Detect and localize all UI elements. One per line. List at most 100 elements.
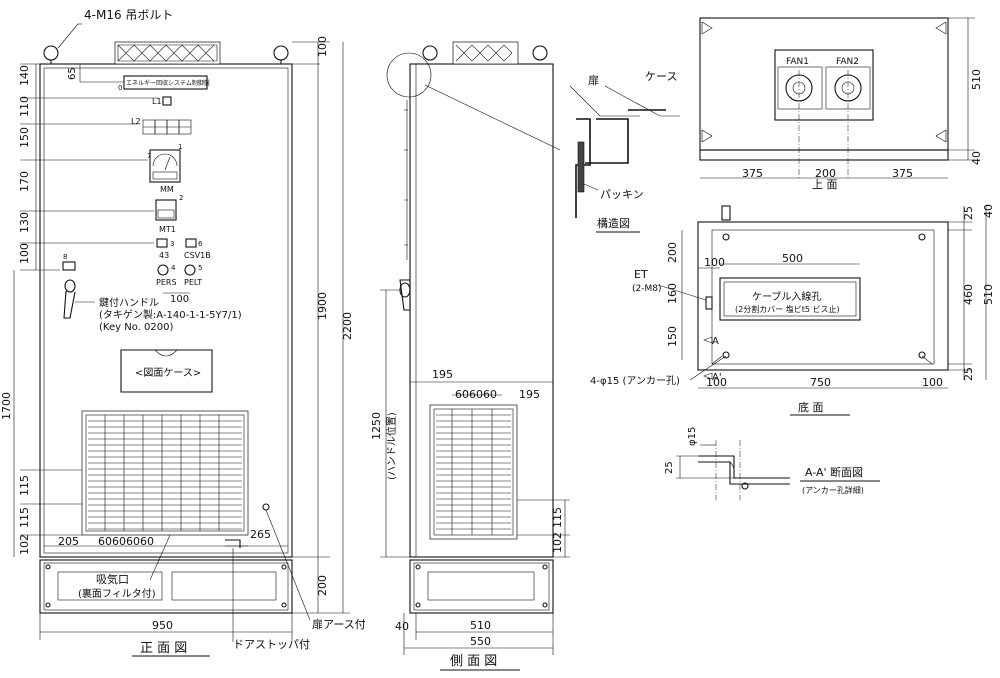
svg-text:(2分割カバー 塩ビt5 ビス止): (2分割カバー 塩ビt5 ビス止): [735, 304, 840, 314]
svg-text:5: 5: [198, 264, 202, 272]
svg-text:150: 150: [666, 326, 679, 347]
svg-text:510: 510: [982, 284, 995, 305]
svg-text:FAN1: FAN1: [786, 57, 809, 67]
svg-text:100: 100: [316, 36, 329, 57]
svg-text:205: 205: [58, 535, 79, 548]
front-base: [39, 559, 293, 614]
packing-label: パッキン: [600, 188, 644, 201]
svg-text:1250: 1250: [370, 412, 383, 440]
svg-text:100: 100: [704, 256, 725, 269]
drawing-case: [120, 349, 213, 393]
structure-detail: 扉 ケース パッキン 構造図: [569, 70, 680, 233]
switch-pelt: [184, 264, 196, 276]
svg-text:100: 100: [170, 294, 189, 305]
svg-text:200: 200: [666, 242, 679, 263]
bottom-view-title: 底 面: [798, 400, 824, 414]
anchor-label: 4-φ15 (アンカー孔): [590, 375, 680, 387]
meter-mm: [149, 149, 181, 183]
svg-text:100: 100: [18, 243, 31, 264]
svg-text:1900: 1900: [316, 292, 329, 320]
intake-label: 吸気口: [96, 572, 129, 586]
svg-text:ケーブル入線孔: ケーブル入線孔: [752, 290, 821, 303]
svg-text:(アンカー孔詳細): (アンカー孔詳細): [802, 485, 864, 495]
svg-text:MM: MM: [160, 185, 174, 194]
svg-text:510: 510: [970, 69, 983, 90]
svg-text:(Key No. 0200): (Key No. 0200): [99, 322, 173, 333]
et-mark: [705, 296, 713, 310]
svg-text:150: 150: [18, 127, 31, 148]
front-top-vent: [114, 41, 221, 65]
key-handle-label: 鍵付ハンドル: [99, 296, 159, 309]
svg-text:115: 115: [551, 507, 564, 528]
svg-text:115: 115: [18, 475, 31, 496]
timer-mt1: [155, 199, 177, 221]
svg-text:265: 265: [250, 528, 271, 541]
svg-text:(タキゲン製:A-140-1-1-5Y7/1): (タキゲン製:A-140-1-1-5Y7/1): [99, 308, 242, 321]
switch-csv1b: [185, 238, 197, 248]
svg-text:1: 1: [178, 143, 182, 151]
bottom-outline: [697, 221, 949, 371]
svg-text:A': A': [712, 372, 722, 383]
section-detail: 25 φ15 A-A' 断面図 (アンカー孔詳細): [664, 427, 880, 500]
top-view-title: 上 面: [812, 178, 838, 191]
svg-text:6: 6: [198, 240, 203, 248]
packing: [577, 141, 585, 193]
svg-text:PERS: PERS: [156, 278, 177, 287]
svg-text:65: 65: [67, 67, 78, 80]
side-top-vent: [452, 41, 519, 65]
svg-text:43: 43: [159, 251, 169, 260]
svg-text:2: 2: [179, 194, 183, 202]
svg-text:510: 510: [470, 619, 491, 632]
svg-text:25: 25: [962, 206, 975, 220]
svg-text:φ15: φ15: [687, 427, 698, 446]
bottom-view: ケーブル入線孔 (2分割カバー 塩ビt5 ビス止) ET (2-M8) 500 …: [590, 204, 995, 416]
door-stopper-icon: [225, 539, 241, 548]
case-label: ケース: [645, 70, 677, 83]
svg-text:102: 102: [551, 532, 564, 553]
svg-text:A: A: [712, 336, 719, 347]
svg-text:200: 200: [316, 575, 329, 596]
side-view: 1250 (ハンドル位置) 195 195 606060 115 102 40 …: [370, 41, 570, 671]
front-view-title: 正 面 図: [140, 641, 187, 656]
svg-text:40: 40: [395, 620, 409, 633]
svg-text:0: 0: [118, 84, 122, 92]
et-terminal: [721, 205, 731, 221]
svg-text:L2: L2: [131, 117, 141, 126]
svg-text:100: 100: [922, 376, 943, 389]
svg-text:L1: L1: [152, 97, 162, 106]
front-louver: [81, 410, 249, 536]
svg-text:25: 25: [962, 367, 975, 381]
lifting-bolt-label: 4-M16 吊ボルト: [84, 8, 173, 22]
lamp-row-l2: [142, 119, 192, 135]
key-handle-icon: [64, 279, 76, 293]
svg-text:550: 550: [470, 635, 491, 648]
lifting-bolt-icon: [273, 45, 289, 61]
svg-text:MT1: MT1: [159, 225, 176, 234]
structure-title: 構造図: [597, 216, 630, 230]
svg-text:160: 160: [666, 283, 679, 304]
lifting-bolt-icon: [422, 45, 438, 61]
svg-text:(2-M8): (2-M8): [632, 284, 662, 294]
top-view: FAN1 FAN2 375 200 375 上 面 510 40: [699, 17, 983, 191]
switch-43: [156, 238, 168, 248]
door-earth-icon: [262, 503, 270, 511]
svg-text:115: 115: [18, 507, 31, 528]
svg-text:40: 40: [982, 204, 995, 218]
svg-text:7: 7: [147, 152, 151, 160]
svg-text:195: 195: [519, 388, 540, 401]
detail-circle: [386, 52, 432, 98]
louver-slats: [88, 415, 242, 531]
svg-text:FAN2: FAN2: [836, 57, 859, 67]
side-louver: [429, 404, 518, 540]
nameplate-text: エネルギー回収システム制御盤: [126, 79, 210, 87]
svg-text:<図面ケース>: <図面ケース>: [135, 367, 201, 379]
door-profile: [575, 118, 591, 218]
door-label: 扉: [588, 74, 599, 87]
svg-text:110: 110: [18, 96, 31, 117]
side-handle: [399, 279, 411, 311]
svg-text:460: 460: [962, 284, 975, 305]
svg-text:500: 500: [782, 252, 803, 265]
svg-text:40: 40: [970, 151, 983, 165]
svg-text:扉アース付: 扉アース付: [312, 618, 366, 631]
